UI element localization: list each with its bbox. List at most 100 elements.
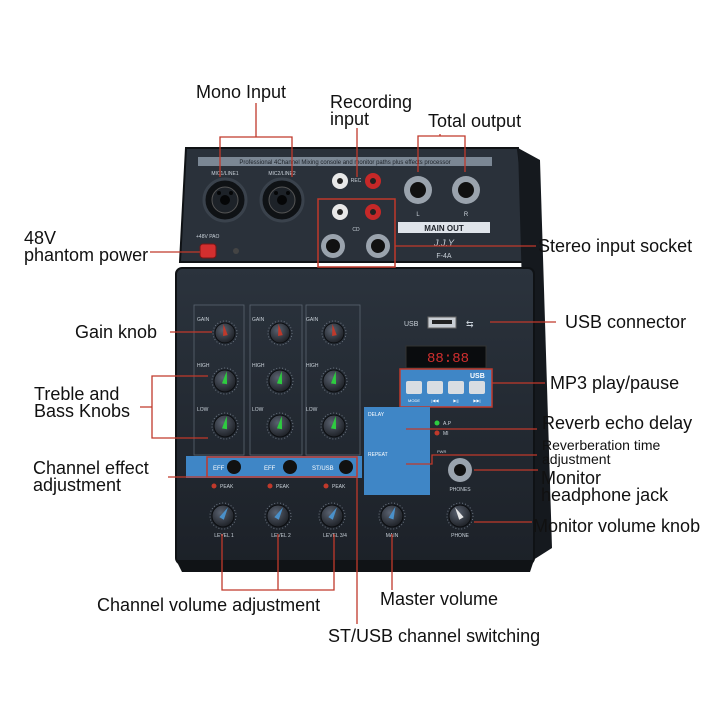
low-knob-1[interactable] <box>211 412 239 440</box>
stereo-input-jacks[interactable] <box>321 234 390 258</box>
high-label-3: HIGH <box>306 363 319 369</box>
low-knob-3[interactable] <box>320 412 348 440</box>
led-label-pwr: PWR <box>437 449 446 454</box>
callout-reverb-time-1: Reverberation time <box>542 437 661 453</box>
status-leds <box>434 420 440 436</box>
callout-mono-input: Mono Input <box>196 82 287 102</box>
level-label-3: LEVEL 3/4 <box>323 533 347 539</box>
high-knob-1[interactable] <box>211 367 239 395</box>
low-knob-2[interactable] <box>266 412 294 440</box>
model-label: F-4A <box>436 253 452 260</box>
mic-input-2[interactable]: MIC2/LINE2 <box>259 171 305 223</box>
phantom-label: +48V PAO <box>196 234 220 240</box>
led-label-mi: MI <box>443 431 449 437</box>
peak-label-3: PEAK <box>332 484 346 490</box>
phones-label: PHONES <box>449 487 471 493</box>
callout-recording-input: Recording input <box>330 92 413 128</box>
high-knob-2[interactable] <box>266 367 294 395</box>
level-knob-3[interactable] <box>318 502 346 530</box>
level-label-2: LEVEL 2 <box>271 533 291 539</box>
callout-channel-volume: Channel volume adjustment <box>97 595 321 615</box>
mp3-btn-label-next: ▶▶| <box>473 398 480 403</box>
mp3-buttons[interactable] <box>406 381 485 394</box>
main-out-label: MAIN OUT <box>424 224 464 233</box>
main-volume-knob[interactable] <box>378 502 406 530</box>
callout-master-volume: Master volume <box>380 589 499 609</box>
callout-recording-input-1: Recording <box>330 92 413 112</box>
low-label-1: LOW <box>197 407 209 413</box>
main-out-banner <box>398 222 490 233</box>
mixer-body <box>175 147 552 572</box>
callout-channel-effect-2: adjustment <box>33 475 122 495</box>
eff-label-1: EFF <box>213 466 225 472</box>
callout-channel-effect-1: Channel effect <box>33 458 149 478</box>
mp3-display <box>405 345 487 369</box>
line-mono-input <box>219 103 293 177</box>
eff-highlight-box <box>206 456 358 478</box>
st-usb-switch[interactable] <box>339 460 353 474</box>
header-strip-text: Professional 4Channel Mixing console and… <box>239 160 450 166</box>
mp3-mode-button[interactable] <box>406 381 422 394</box>
low-label-2: LOW <box>252 407 264 413</box>
eff-button-2[interactable] <box>283 460 297 474</box>
main-out-jacks[interactable]: L R <box>404 176 480 218</box>
peak-label-1: PEAK <box>220 484 234 490</box>
mp3-next-button[interactable] <box>469 381 485 394</box>
gain-knob-1[interactable] <box>212 320 238 346</box>
gain-knob-2[interactable] <box>267 320 293 346</box>
callout-channel-effect: Channel effect adjustment <box>33 458 149 495</box>
rec-rca-jacks[interactable]: REC <box>332 173 381 189</box>
phantom-led <box>233 248 239 254</box>
callout-lines <box>140 103 556 624</box>
callout-reverb-time-2: adjustment <box>542 451 611 467</box>
eff-label-2: EFF <box>264 466 276 472</box>
callout-treble-bass: Treble and Bass Knobs <box>34 385 131 421</box>
phone-label: PHONE <box>451 533 469 539</box>
peak-leds <box>211 483 329 489</box>
gain-knob-3[interactable] <box>321 320 347 346</box>
gain-label-1: GAIN <box>197 317 210 323</box>
callout-reverb-time: Reverberation time adjustment <box>542 438 660 466</box>
led-label-ap: A.P <box>443 421 452 427</box>
callout-total-output: Total output <box>428 111 522 131</box>
mp3-play-pause-button[interactable] <box>448 381 464 394</box>
line-reverb-time <box>406 454 537 465</box>
phantom-power-button[interactable] <box>199 243 217 259</box>
peak-label-2: PEAK <box>276 484 290 490</box>
usb-symbol-icon: ⇆ <box>466 319 474 329</box>
usb-label: USB <box>404 321 419 328</box>
mic-input-1[interactable]: MIC1/LINE1 <box>202 171 248 223</box>
mp3-btn-label-play: ▶|| <box>453 398 458 403</box>
callout-monitor-headphone-1: Monitor <box>541 468 602 488</box>
mp3-display-digits: 88:88 <box>427 351 469 367</box>
callout-treble-bass-2: Bass Knobs <box>34 401 131 421</box>
callout-reverb-delay: Reverb echo delay <box>542 413 693 433</box>
cd-label: CD <box>352 227 360 233</box>
high-label-2: HIGH <box>252 363 265 369</box>
stereo-input-box <box>317 198 396 268</box>
mp3-btn-label-prev: |◀◀ <box>431 398 439 403</box>
gain-label-2: GAIN <box>252 317 265 323</box>
callout-monitor-headphone: Monitor headphone jack <box>541 468 668 504</box>
level-label-1: LEVEL 1 <box>214 533 234 539</box>
mp3-prev-button[interactable] <box>427 381 443 394</box>
header-strip <box>198 157 492 166</box>
callout-mp3-play: MP3 play/pause <box>550 373 680 393</box>
eff-button-1[interactable] <box>227 460 241 474</box>
line-total-output <box>417 134 466 172</box>
cd-rca-jacks[interactable]: CD <box>332 204 381 233</box>
headphone-jack[interactable] <box>448 458 472 482</box>
phone-volume-knob[interactable] <box>446 502 474 530</box>
mp3-btn-label-mode: MODE <box>408 398 420 403</box>
delay-label: DELAY <box>368 412 385 418</box>
gain-label-3: GAIN <box>306 317 319 323</box>
mic2-label: MIC2/LINE2 <box>268 171 295 177</box>
high-knob-3[interactable] <box>320 367 348 395</box>
level-knob-1[interactable] <box>209 502 237 530</box>
low-label-3: LOW <box>306 407 318 413</box>
level-knob-2[interactable] <box>264 502 292 530</box>
line-treble-bass <box>140 375 208 439</box>
st-usb-label: ST/USB <box>312 466 334 472</box>
channel-strips <box>193 304 361 456</box>
